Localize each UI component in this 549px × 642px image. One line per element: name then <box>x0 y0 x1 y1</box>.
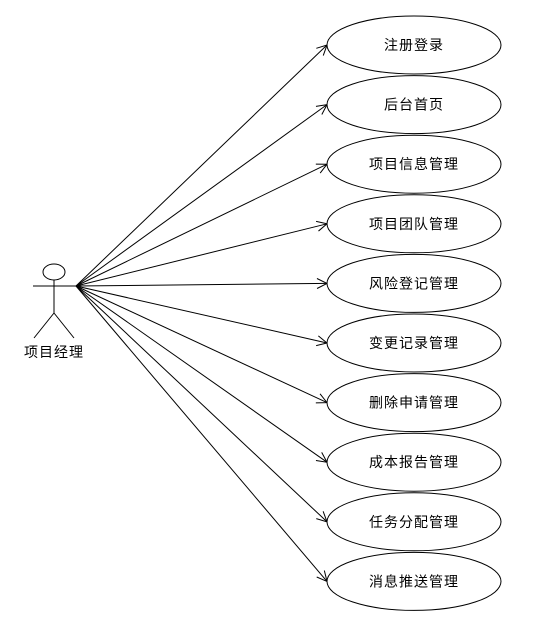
use-case-ellipse <box>326 373 502 433</box>
use-case: 项目团队管理 <box>326 194 502 254</box>
use-case-label: 成本报告管理 <box>369 455 459 471</box>
use-case: 风险登记管理 <box>326 253 502 313</box>
use-case-label: 任务分配管理 <box>369 515 459 531</box>
use-case-ellipse <box>326 134 502 194</box>
use-case-label: 删除申请管理 <box>369 396 459 412</box>
actor-left-leg <box>33 312 55 339</box>
use-cases: 注册登录后台首页项目信息管理项目团队管理风险登记管理变更记录管理删除申请管理成本… <box>326 15 502 611</box>
association-arrow <box>75 285 327 462</box>
use-case-ellipse <box>326 551 502 611</box>
use-case: 消息推送管理 <box>326 551 502 611</box>
use-case: 删除申请管理 <box>326 373 502 433</box>
actor-figure <box>33 263 76 339</box>
association-arrow <box>75 45 327 287</box>
use-case: 变更记录管理 <box>326 313 502 373</box>
use-case-label: 变更记录管理 <box>369 336 459 352</box>
use-case-ellipse <box>326 194 502 254</box>
use-case-ellipse <box>326 15 502 75</box>
use-case: 成本报告管理 <box>326 432 502 492</box>
use-case-label: 注册登录 <box>384 38 444 54</box>
associations <box>75 45 327 581</box>
use-case-ellipse <box>326 313 502 373</box>
association-arrow <box>75 285 327 522</box>
association-arrow <box>75 164 327 287</box>
use-case-label: 项目信息管理 <box>369 156 459 173</box>
use-case-label: 后台首页 <box>384 98 444 114</box>
use-case: 后台首页 <box>326 75 502 135</box>
association-arrow <box>75 285 327 343</box>
use-case-ellipse <box>326 253 502 313</box>
association-arrow <box>75 285 327 403</box>
association-arrow <box>75 283 327 286</box>
association-arrow <box>75 285 327 581</box>
association-arrow <box>75 105 327 287</box>
association-arrow <box>75 224 327 287</box>
use-case-ellipse <box>326 432 502 492</box>
use-case-label: 风险登记管理 <box>369 276 459 292</box>
use-case-label: 项目团队管理 <box>369 217 459 233</box>
use-case-label: 消息推送管理 <box>369 573 459 590</box>
use-case: 任务分配管理 <box>326 492 502 552</box>
use-case: 项目信息管理 <box>326 134 502 194</box>
use-case: 注册登录 <box>326 15 502 75</box>
actor-label: 项目经理 <box>24 345 84 361</box>
actor-head <box>42 263 66 281</box>
use-case-ellipse <box>326 492 502 552</box>
actor-right-leg <box>53 312 75 339</box>
use-case-ellipse <box>326 75 502 135</box>
